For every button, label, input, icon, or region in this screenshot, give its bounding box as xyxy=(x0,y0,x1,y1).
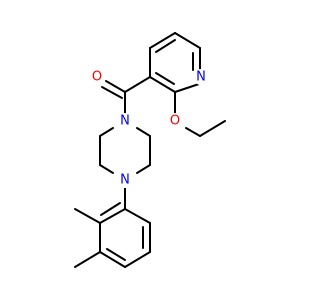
dimethylphenyl-ring xyxy=(74,202,151,268)
bond-o-ether-ch2 xyxy=(185,127,201,137)
bond-c4-c5-double xyxy=(155,39,176,53)
bond-ar-methyl-b xyxy=(74,251,101,268)
bond-pip-c3-n4 xyxy=(136,164,151,174)
bond-ar-c1-c2 xyxy=(99,208,126,224)
bond-pip-n4-c5 xyxy=(99,164,114,174)
bond-ar-c3-c4 xyxy=(99,251,126,268)
piperazine-ring xyxy=(99,127,151,210)
bond-c5-c6 xyxy=(174,32,201,49)
carbonyl-group xyxy=(101,76,151,115)
bond-pip-n1-c2 xyxy=(136,127,151,137)
bond-n1-c2 xyxy=(174,83,200,93)
bond-ar-c6-c1 xyxy=(124,208,151,224)
bond-ar-c4-c5 xyxy=(124,251,151,268)
chemical-structure-diagram: O N O N N xyxy=(74,32,226,268)
bond-c2-c3 xyxy=(149,76,176,93)
bond-ar-c3-c4-double xyxy=(106,248,126,261)
ethoxy-group xyxy=(174,91,226,137)
carbonyl-oxygen-atom: O xyxy=(89,69,105,85)
bond-c3-carbonyl xyxy=(124,76,151,93)
bond-pip-c6-n1 xyxy=(99,127,114,137)
piperazine-nitrogen-4-atom: N xyxy=(117,172,133,188)
ether-oxygen-label: O xyxy=(170,114,180,129)
bond-carbonyl-o-double xyxy=(101,86,123,99)
bond-ch2-ch3 xyxy=(199,120,226,137)
atom-labels: O N O N N xyxy=(89,69,209,188)
carbonyl-oxygen-label: O xyxy=(92,70,102,85)
piperazine-nitrogen-4-label: N xyxy=(120,173,130,188)
bond-c4-c5 xyxy=(149,32,176,49)
bond-c2-c3-double xyxy=(155,72,175,85)
pyridine-nitrogen-atom: N xyxy=(193,69,209,85)
piperazine-nitrogen-1-atom: N xyxy=(117,113,133,129)
bond-carbonyl-o xyxy=(105,80,126,93)
bond-ar-c1-c2-double xyxy=(100,202,121,216)
pyridine-ring xyxy=(149,32,201,93)
piperazine-nitrogen-1-label: N xyxy=(120,114,130,129)
pyridine-nitrogen-label: N xyxy=(196,70,206,85)
ether-oxygen-atom: O xyxy=(167,113,183,129)
bond-ar-methyl-a xyxy=(74,208,101,224)
